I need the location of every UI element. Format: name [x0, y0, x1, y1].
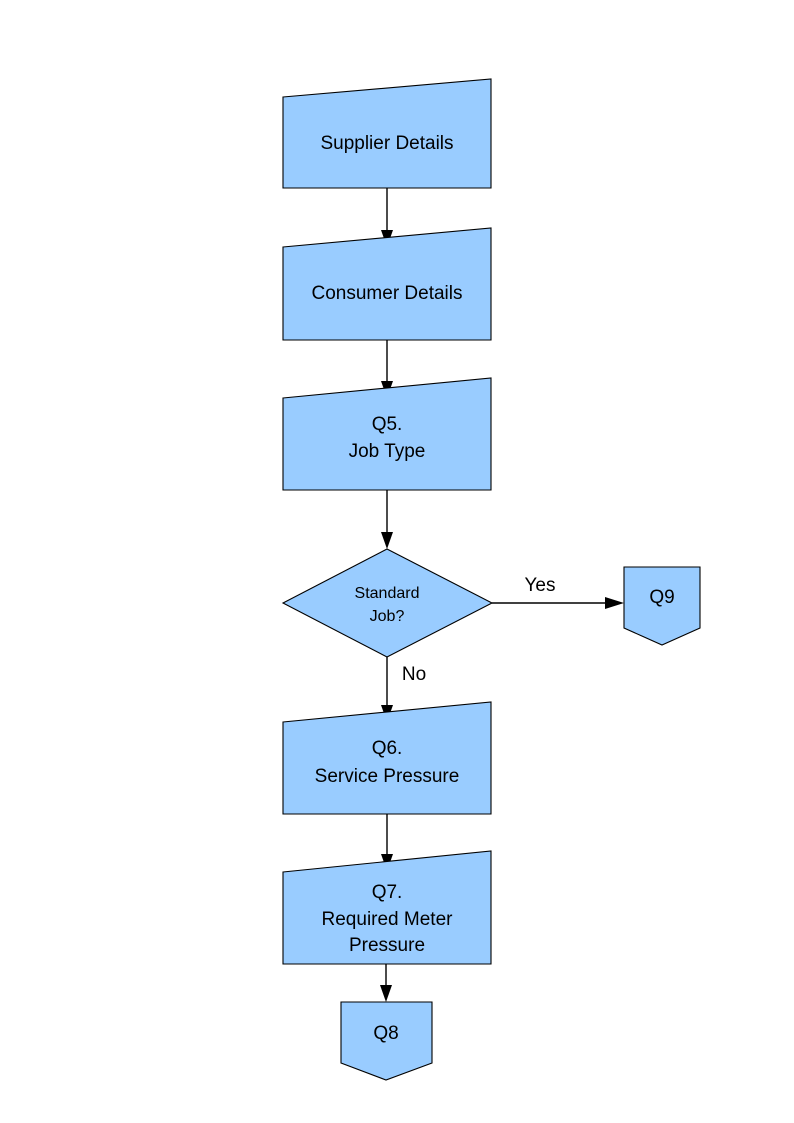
edge-decision-to-q6: No: [381, 657, 426, 722]
q6-service-pressure-shape[interactable]: [282, 701, 492, 815]
q7-required-meter-pressure-label-line1: Q7.: [372, 882, 403, 903]
node-consumer-details[interactable]: Consumer Details: [282, 227, 492, 341]
arrow-head-icon: [381, 532, 393, 549]
consumer-details-label: Consumer Details: [312, 283, 463, 304]
q8-connector-label: Q8: [373, 1023, 398, 1044]
q5-job-type-shape[interactable]: [282, 377, 492, 491]
node-q5-job-type[interactable]: Q5. Job Type: [282, 377, 492, 491]
edge-q5-to-decision: [381, 490, 393, 549]
edge-q7-to-q8: [380, 964, 392, 1002]
node-q6-service-pressure[interactable]: Q6. Service Pressure: [282, 701, 492, 815]
edge-decision-to-q9: Yes: [492, 575, 624, 609]
edge-label-yes: Yes: [525, 575, 556, 596]
node-standard-job-decision[interactable]: Standard Job?: [281, 548, 494, 658]
supplier-details-shape[interactable]: [282, 78, 492, 189]
node-q7-required-meter-pressure[interactable]: Q7. Required Meter Pressure: [282, 850, 492, 965]
edge-label-no: No: [402, 664, 426, 685]
standard-job-decision-shape[interactable]: [281, 548, 494, 658]
standard-job-decision-label-line2: Job?: [370, 608, 405, 625]
q6-service-pressure-label-line1: Q6.: [372, 738, 403, 759]
arrow-head-icon: [605, 597, 624, 609]
node-q8-connector[interactable]: Q8: [340, 1001, 433, 1081]
node-q9-connector[interactable]: Q9: [623, 566, 701, 646]
q7-required-meter-pressure-shape[interactable]: [282, 850, 492, 965]
node-supplier-details[interactable]: Supplier Details: [282, 78, 492, 189]
q5-job-type-label-line2: Job Type: [349, 441, 426, 462]
consumer-details-shape[interactable]: [282, 227, 492, 341]
q9-connector-shape[interactable]: [623, 566, 701, 646]
q5-job-type-label-line1: Q5.: [372, 414, 403, 435]
arrow-head-icon: [380, 985, 392, 1002]
q7-required-meter-pressure-label-line3: Pressure: [349, 935, 425, 956]
supplier-details-label: Supplier Details: [320, 133, 453, 154]
standard-job-decision-label-line1: Standard: [355, 585, 420, 602]
q6-service-pressure-label-line2: Service Pressure: [315, 766, 460, 787]
q9-connector-label: Q9: [649, 587, 674, 608]
q7-required-meter-pressure-label-line2: Required Meter: [322, 909, 454, 930]
q8-connector-shape[interactable]: [340, 1001, 433, 1081]
